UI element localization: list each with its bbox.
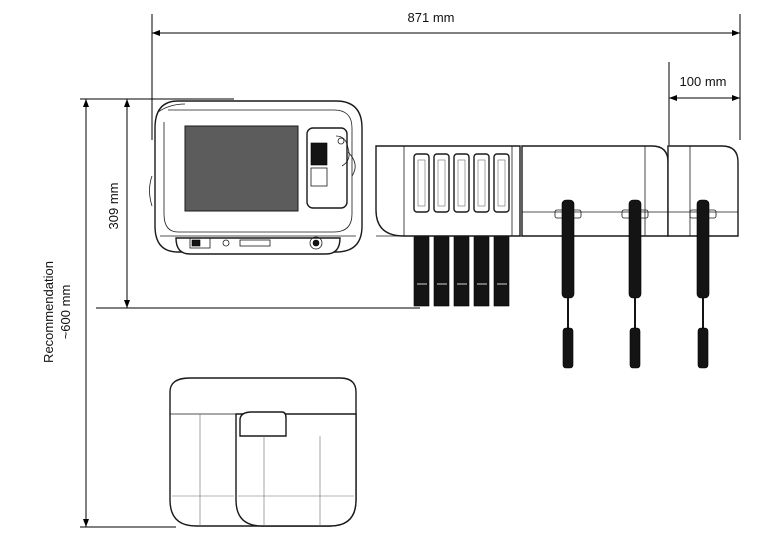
foot-bar-round-connector	[309, 236, 323, 250]
control-panel-inner-outline	[163, 109, 353, 233]
hose	[493, 235, 510, 307]
holder-spacing-arrow-left	[669, 95, 677, 101]
holder-slot	[413, 153, 430, 213]
hose	[453, 235, 470, 307]
side-module-clip	[335, 135, 350, 167]
control-panel-top-curve	[157, 103, 186, 113]
control-panel-unit	[149, 100, 363, 255]
unit-height-label: 309 mm	[106, 183, 121, 230]
foot-bar-connector-core	[312, 239, 320, 247]
instrument-handpiece	[621, 199, 649, 369]
holder-slot	[453, 153, 470, 213]
holder-slot-inner	[417, 159, 426, 207]
instrument-tail	[562, 327, 574, 369]
overall-width-arrow-left	[152, 30, 160, 36]
holder-slot-inner	[457, 159, 466, 207]
touch-screen-display	[184, 125, 299, 212]
instrument-tail	[629, 327, 641, 369]
recommended-height-label-line1: Recommendation	[41, 261, 56, 363]
hose	[473, 235, 490, 307]
unit-height-arrow-top	[124, 99, 130, 107]
instruments	[554, 199, 717, 369]
overall-width-label: 871 mm	[408, 10, 455, 25]
instrument-body	[561, 199, 575, 299]
foot-bar-port	[239, 239, 271, 247]
recommended-height-dimension: Recommendation ~600 mm	[41, 98, 176, 528]
unit-height-dimension: 309 mm	[96, 98, 420, 309]
waste-bin	[169, 377, 357, 527]
tray-arm-end-housing	[667, 145, 739, 237]
recommended-height-label-line2: ~600 mm	[58, 285, 73, 340]
instrument-body	[628, 199, 642, 299]
side-module-dark-button	[310, 142, 328, 166]
waste-bin-front-drawer	[235, 413, 357, 527]
holder-slot-inner	[477, 159, 486, 207]
instrument-body	[696, 199, 710, 299]
foot-bar-switch-toggle	[191, 239, 201, 247]
holder-spacing-arrow-right	[732, 95, 740, 101]
foot-bar-indicator	[222, 239, 230, 247]
side-module-light-button	[310, 167, 328, 187]
holder-spacing-label: 100 mm	[680, 74, 727, 89]
holder-slot	[493, 153, 510, 213]
overall-width-arrow-right	[732, 30, 740, 36]
side-module-clip-knob	[337, 137, 345, 145]
holder-spacing-dimension: 100 mm	[668, 62, 740, 145]
waste-bin-handle	[239, 411, 287, 437]
instrument-holder-module	[375, 145, 521, 307]
holder-slots	[413, 153, 510, 213]
instrument-handpiece	[554, 199, 582, 369]
holder-slot	[473, 153, 490, 213]
overall-width-dimension: 871 mm	[151, 10, 741, 140]
recommended-height-arrow-bottom	[83, 519, 89, 527]
holder-slot-inner	[497, 159, 506, 207]
hose	[433, 235, 450, 307]
hanging-hoses	[413, 235, 510, 307]
recommended-height-arrow-top	[83, 99, 89, 107]
instrument-tail	[697, 327, 709, 369]
control-panel-side-knob	[149, 175, 153, 207]
hose	[413, 235, 430, 307]
holder-slot	[433, 153, 450, 213]
unit-height-arrow-bottom	[124, 300, 130, 308]
tray-arm-housing	[521, 145, 669, 237]
holder-slot-inner	[437, 159, 446, 207]
instrument-handpiece	[689, 199, 717, 369]
side-module-cable	[347, 151, 356, 177]
foot-bar-switch	[189, 237, 211, 249]
